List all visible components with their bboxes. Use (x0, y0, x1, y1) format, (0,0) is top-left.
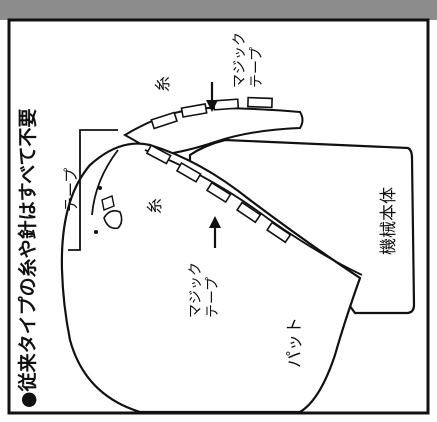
upper-tab-4 (247, 96, 273, 109)
header-band (0, 0, 437, 20)
tape-leader (68, 129, 118, 251)
pad-connector (101, 195, 115, 211)
label-magic-tape-lower-line2: テープ (205, 277, 221, 318)
upper-tab-2 (180, 103, 208, 118)
lower-tab-2 (175, 161, 202, 183)
label-pad: パット (285, 317, 305, 368)
label-magic-tape-top-line2: テープ (249, 47, 265, 88)
caption-text: ●従来タイプの糸や針はすべて不要 (16, 109, 39, 409)
arrow-top (206, 82, 218, 112)
label-thread-lower: 糸 (145, 198, 164, 214)
label-tape-side: テープ (62, 168, 80, 212)
lower-tab-1 (145, 144, 172, 165)
pad-button (103, 210, 123, 230)
lower-tab-4 (235, 201, 262, 224)
label-machine-body: 機械本体 (379, 187, 399, 255)
label-magic-tape-top: マジック テープ (232, 32, 265, 88)
label-magic-tape-lower-line1: マジック (188, 262, 204, 318)
label-magic-tape-lower: マジック テープ (188, 262, 221, 318)
pad-hole-1 (98, 186, 102, 190)
lower-tab-3 (205, 181, 232, 204)
arrow-lower (209, 216, 221, 248)
upper-pad (123, 96, 304, 157)
lower-tab-5 (265, 221, 292, 244)
upper-tab-1 (150, 111, 178, 130)
label-thread-top: 糸 (153, 76, 172, 92)
pad-body (60, 142, 363, 414)
label-magic-tape-top-line1: マジック (232, 32, 248, 88)
pad-hole-2 (94, 230, 98, 234)
